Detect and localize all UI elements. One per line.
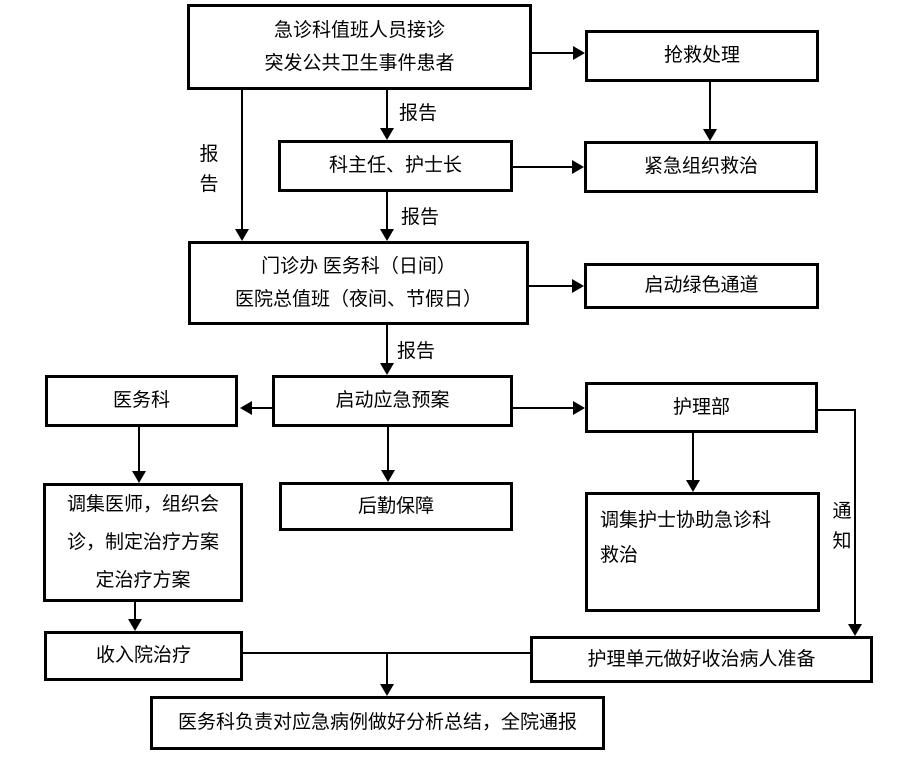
edge-label-report-to-outpatient: 报告 xyxy=(401,207,440,228)
node-organize-nurses: 调集护士协助急诊科 救治 xyxy=(585,492,820,612)
edge-plan-to-logistics-line xyxy=(387,427,389,471)
node-outpatient-line1: 门诊办 医务科（日间） xyxy=(261,255,456,277)
edge-er-to-rescue-line xyxy=(532,52,574,54)
edge-doctors-to-admission-line xyxy=(134,602,136,620)
edge-dept-head-to-outpatient-arrowhead-icon xyxy=(380,229,394,241)
node-outpatient: 门诊办 医务科（日间） 医院总值班（夜间、节假日） xyxy=(188,241,529,325)
edge-rescue-to-emergency-org-line xyxy=(709,82,711,130)
edge-outpatient-to-plan-line xyxy=(386,325,388,364)
node-summary: 医务科负责对应急病例做好分析总结，全院通报 xyxy=(150,696,605,750)
node-green-channel: 启动绿色通道 xyxy=(584,263,819,309)
edge-nursing-dept-to-unit-vline xyxy=(854,409,856,625)
edge-nursing-dept-to-nurses-arrowhead-icon xyxy=(686,480,700,492)
node-admission: 收入院治疗 xyxy=(44,631,243,681)
edge-plan-to-nursing-dept-line xyxy=(513,407,574,409)
node-logistics: 后勤保障 xyxy=(279,482,513,531)
edge-plan-to-medical-dept-arrowhead-icon xyxy=(240,401,252,415)
edge-admission-to-summary-vline xyxy=(386,653,388,685)
edge-nursing-dept-to-unit-hline xyxy=(818,409,856,411)
node-organize-nurses-line1: 调集护士协助急诊科 xyxy=(600,510,772,531)
edge-doctors-to-admission-arrowhead-icon xyxy=(128,619,142,631)
edge-label-report-left: 报告 xyxy=(199,144,219,196)
edge-medical-dept-to-doctors-line xyxy=(138,427,140,472)
edge-admission-to-nursing-unit-line xyxy=(243,652,530,654)
edge-er-to-dept-head-line xyxy=(386,90,388,130)
edge-label-report-to-dept-head: 报告 xyxy=(399,103,438,124)
node-er-reception-line1: 急诊科值班人员接诊 xyxy=(273,19,445,41)
node-organize-doctors-line3: 定治疗方案 xyxy=(95,569,191,591)
node-nursing-dept: 护理部 xyxy=(585,382,818,433)
node-emergency-plan: 启动应急预案 xyxy=(272,375,513,427)
edge-dept-head-to-emergency-org-arrowhead-icon xyxy=(572,160,584,174)
edge-dept-head-to-emergency-org-line xyxy=(513,166,573,168)
node-dept-head: 科主任、护士长 xyxy=(278,140,513,192)
edge-er-to-dept-head-arrowhead-icon xyxy=(380,128,394,140)
edge-label-report-to-plan: 报告 xyxy=(397,341,436,362)
edge-plan-to-medical-dept-line xyxy=(251,407,272,409)
edge-dept-head-to-outpatient-line xyxy=(386,192,388,230)
edge-label-notify: 通知 xyxy=(832,501,852,553)
node-rescue: 抢救处理 xyxy=(585,30,819,82)
edge-outpatient-to-green-channel-line xyxy=(529,285,573,287)
node-er-reception: 急诊科值班人员接诊 突发公共卫生事件患者 xyxy=(187,4,532,90)
node-medical-dept: 医务科 xyxy=(45,375,238,427)
node-organize-nurses-line2: 救治 xyxy=(600,545,639,567)
node-organize-doctors: 调集医师，组织会 诊，制定治疗方案 定治疗方案 xyxy=(43,483,243,602)
edge-er-to-rescue-arrowhead-icon xyxy=(573,46,585,60)
node-organize-doctors-line1: 调集医师，组织会 xyxy=(66,493,219,515)
edge-nursing-dept-to-unit-arrowhead-icon xyxy=(848,624,862,636)
edge-er-to-outpatient-arrowhead-icon xyxy=(235,229,249,241)
edge-admission-to-summary-arrowhead-icon xyxy=(380,684,394,696)
node-emergency-org: 紧急组织救治 xyxy=(584,141,818,193)
edge-er-to-outpatient-line xyxy=(241,90,243,230)
node-outpatient-line2: 医院总值班（夜间、节假日） xyxy=(234,289,482,310)
edge-nursing-dept-to-nurses-line xyxy=(692,433,694,481)
edge-medical-dept-to-doctors-arrowhead-icon xyxy=(132,471,146,483)
node-organize-doctors-line2: 诊，制定治疗方案 xyxy=(66,531,219,553)
edge-plan-to-logistics-arrowhead-icon xyxy=(381,470,395,482)
edge-outpatient-to-plan-arrowhead-icon xyxy=(380,363,394,375)
edge-outpatient-to-green-channel-arrowhead-icon xyxy=(572,279,584,293)
node-nursing-unit: 护理单元做好收治病人准备 xyxy=(530,636,873,683)
edge-rescue-to-emergency-org-arrowhead-icon xyxy=(703,129,717,141)
edge-plan-to-nursing-dept-arrowhead-icon xyxy=(573,401,585,415)
node-er-reception-line2: 突发公共卫生事件患者 xyxy=(264,53,455,74)
